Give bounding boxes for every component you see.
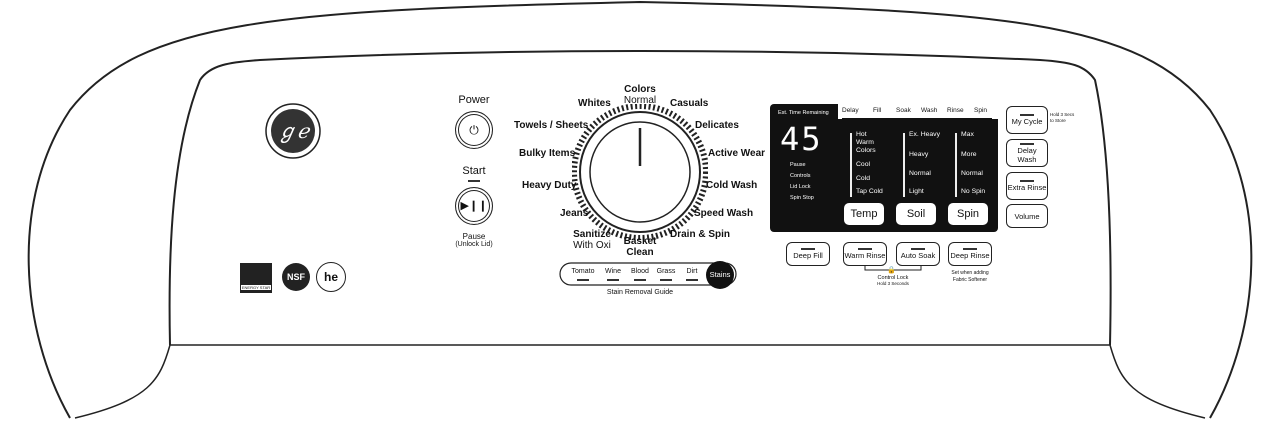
soil-heavy: Heavy — [909, 151, 929, 158]
phase-delay: Delay — [842, 107, 859, 114]
delay-wash-button[interactable]: Delay Wash — [1006, 139, 1048, 167]
my-cycle-hint: Hold 3 Secs to Store — [1050, 112, 1075, 123]
warm-rinse-button[interactable]: Warm Rinse — [843, 242, 887, 266]
power-button[interactable]: ⏻ — [455, 111, 493, 149]
spin-more: More — [961, 151, 977, 158]
status-spin-stop: Spin Stop — [790, 195, 814, 201]
svg-text:ℊℯ: ℊℯ — [277, 121, 311, 143]
soil-normal: Normal — [909, 170, 931, 177]
power-label: Power — [458, 94, 490, 106]
spin-max: Max — [961, 131, 974, 138]
stain-grass: Grass — [651, 268, 681, 281]
nsf-logo: NSF — [282, 263, 310, 291]
phase-progress — [842, 118, 992, 120]
cycle-drain-spin[interactable]: Drain & Spin — [670, 229, 731, 240]
temp-colors: Colors — [856, 147, 876, 154]
deep-rinse-button[interactable]: Deep Rinse — [948, 242, 992, 266]
phase-spin: Spin — [974, 107, 988, 114]
softener-note: Set when adding — [951, 270, 989, 276]
phase-strip — [838, 104, 998, 119]
my-cycle-button[interactable]: My Cycle — [1006, 106, 1048, 134]
stains-button[interactable]: Stains — [706, 261, 734, 289]
cycle-delicates[interactable]: Delicates — [695, 120, 739, 131]
temp-hot: Hot — [856, 131, 867, 138]
energy-star-logo: ENERGY STAR — [240, 263, 272, 293]
phase-wash: Wash — [921, 107, 938, 114]
volume-button[interactable]: Volume — [1006, 204, 1048, 228]
cycle-speed-wash[interactable]: Speed Wash — [694, 208, 754, 219]
cycle-sanitize[interactable]: Sanitize — [573, 229, 611, 240]
phase-fill: Fill — [873, 107, 882, 114]
spin-normal: Normal — [961, 170, 983, 177]
temp-warm: Warm — [856, 139, 874, 146]
cycle-towels-sheets[interactable]: Towels / Sheets — [514, 120, 589, 131]
spin-bar — [955, 133, 957, 197]
cycle-colors-sub: Normal — [623, 95, 657, 106]
stain-wine: Wine — [598, 268, 628, 281]
time-remaining-label: Est. Time Remaining — [778, 110, 829, 116]
play-pause-icon: ▶❙❙ — [460, 200, 488, 212]
temp-cold: Cold — [856, 175, 870, 182]
spin-button[interactable]: Spin — [948, 203, 988, 225]
start-led — [468, 180, 480, 182]
stain-blood: Blood — [625, 268, 655, 281]
temp-tap-cold: Tap Cold — [856, 188, 883, 195]
pause-sublabel: (Unlock Lid) — [455, 241, 493, 248]
display-panel: Est. Time Remaining 45 Pause Controls Li… — [770, 104, 998, 232]
cycle-active-wear[interactable]: Active Wear — [708, 148, 766, 159]
cycle-bulky-items[interactable]: Bulky Items — [519, 148, 576, 159]
ge-logo: ℊℯ — [265, 103, 321, 159]
status-controls: Controls — [790, 173, 811, 179]
control-lock-sub: Hold 3 Seconds — [877, 281, 909, 286]
cycle-jeans[interactable]: Jeans — [560, 208, 589, 219]
time-remaining-value: 45 — [780, 120, 823, 158]
extra-rinse-button[interactable]: Extra Rinse — [1006, 172, 1048, 200]
pause-label: Pause — [462, 232, 486, 241]
status-lid-lock: Lid Lock — [790, 184, 811, 190]
start-pause-button[interactable]: ▶❙❙ — [455, 187, 493, 225]
stain-dirt: Dirt — [677, 268, 707, 281]
stain-tomato: Tomato — [568, 268, 598, 281]
soil-button[interactable]: Soil — [896, 203, 936, 225]
temp-bar — [850, 133, 852, 197]
phase-rinse: Rinse — [947, 107, 964, 114]
cycle-dial[interactable] — [572, 104, 708, 240]
cycle-colors[interactable]: Colors — [624, 84, 656, 95]
cycle-heavy-duty[interactable]: Heavy Duty — [522, 180, 577, 191]
soil-ex-heavy: Ex. Heavy — [909, 131, 940, 138]
he-logo: he — [316, 262, 346, 292]
start-label: Start — [462, 165, 486, 177]
temp-button[interactable]: Temp — [844, 203, 884, 225]
cycle-sanitize-sub: With Oxi — [573, 240, 611, 251]
temp-cool: Cool — [856, 161, 870, 168]
soil-bar — [903, 133, 905, 197]
deep-fill-button[interactable]: Deep Fill — [786, 242, 830, 266]
softener-note-2: Fabric Softener — [952, 277, 988, 283]
cycle-basket-clean[interactable]: Basket Clean — [623, 236, 657, 258]
soil-light: Light — [909, 188, 924, 195]
lock-icon: 🔒 — [887, 267, 896, 274]
phase-soak: Soak — [896, 107, 911, 114]
spin-no-spin: No Spin — [961, 188, 986, 195]
status-pause: Pause — [790, 162, 806, 168]
control-lock-bracket — [864, 266, 922, 271]
cycle-casuals[interactable]: Casuals — [670, 98, 709, 109]
cycle-cold-wash[interactable]: Cold Wash — [706, 180, 758, 191]
auto-soak-button[interactable]: Auto Soak — [896, 242, 940, 266]
power-icon: ⏻ — [469, 123, 479, 137]
control-lock-label: Control Lock — [877, 275, 909, 281]
cycle-whites[interactable]: Whites — [578, 98, 611, 109]
stain-guide-label: Stain Removal Guide — [606, 289, 674, 296]
